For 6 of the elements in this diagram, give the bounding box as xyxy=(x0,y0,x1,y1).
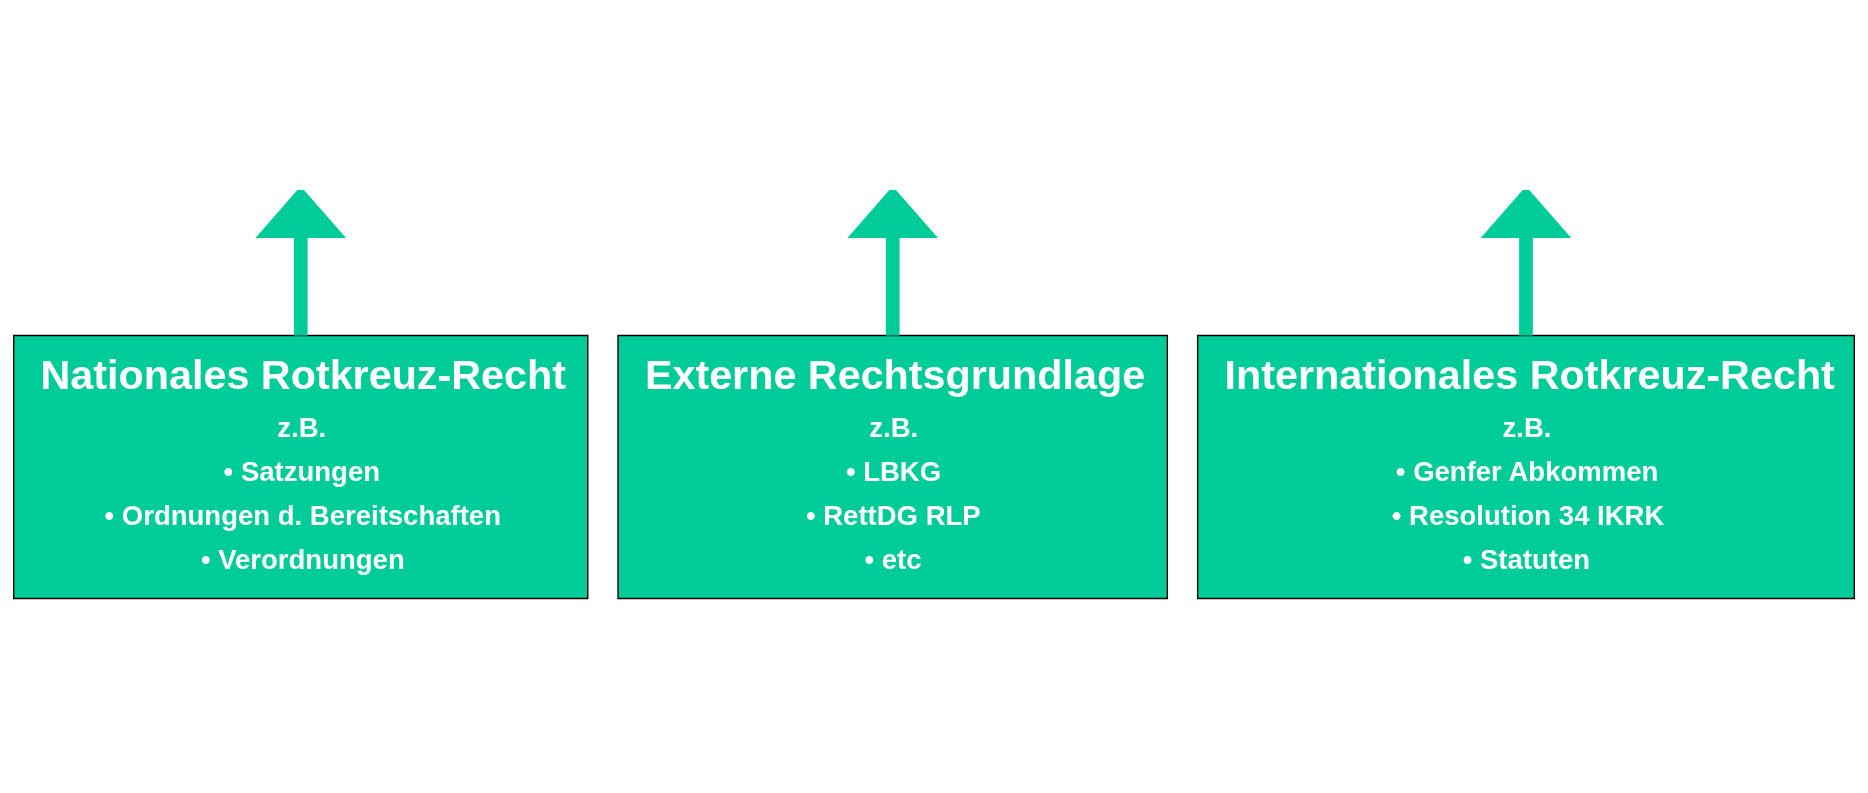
arrow xyxy=(1480,189,1572,335)
node-box: Externe Rechtsgrundlage z.B. • LBKG • RettDG RLP • etc xyxy=(617,334,1169,599)
arrow xyxy=(255,189,346,335)
node-box: Internationales Rotkreuz-Recht z.B. • Genfer Abkommen • Resolution 34 IKRK • Statuten xyxy=(1196,334,1855,599)
arrow xyxy=(847,189,938,335)
node-box: Nationales Rotkreuz-Recht z.B. • Satzungen • Ordnungen d. Bereitschaften • Verordnungen xyxy=(13,334,589,599)
